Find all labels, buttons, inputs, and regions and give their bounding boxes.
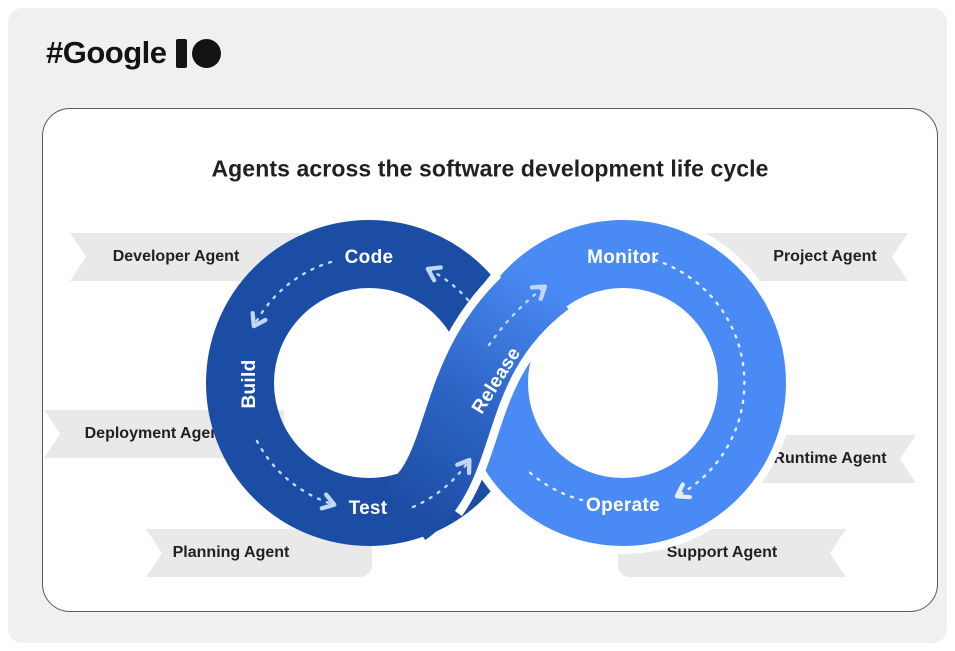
loop-label-build: Build	[239, 359, 260, 409]
page-title: Agents across the software development l…	[211, 155, 769, 182]
right-loop-flow-arrows	[525, 258, 746, 502]
ribbon-planning-agent: Planning Agent	[146, 529, 372, 577]
loop-label-operate: Operate	[586, 495, 660, 516]
loop-label-code: Code	[344, 247, 394, 268]
google-hashtag-text: #Google	[46, 35, 167, 70]
loop-label-monitor: Monitor	[587, 247, 659, 268]
left-loop-flow-arrows	[250, 260, 548, 511]
google-io-logo: #Google	[46, 35, 221, 70]
io-circle-icon	[191, 38, 221, 68]
loop-label-test: Test	[348, 498, 388, 519]
io-bar-icon	[175, 38, 187, 68]
